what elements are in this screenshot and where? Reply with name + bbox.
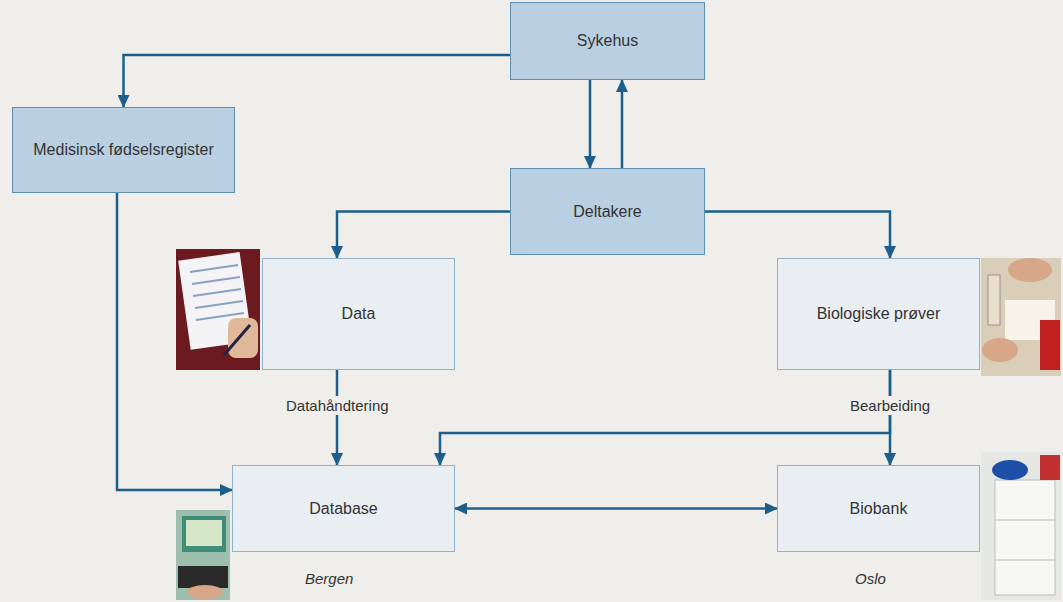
node-text: Data <box>342 304 376 324</box>
registry-box: Medisinsk fødselsregister <box>12 107 235 193</box>
node-text: Sykehus <box>577 31 638 51</box>
node-text: Deltakere <box>573 202 641 222</box>
participants-box: Deltakere <box>510 168 705 255</box>
arrow-connector <box>117 193 232 490</box>
location-label: Bergen <box>305 570 353 587</box>
edge-label: Bearbeiding <box>847 396 933 415</box>
database-box: Database <box>232 465 455 552</box>
node-text: Biobank <box>850 499 908 519</box>
arrow-connector <box>124 55 511 107</box>
data-box: Data <box>262 258 455 370</box>
node-text: Database <box>309 499 378 519</box>
biobank-photo <box>981 452 1061 600</box>
node-text: Biologiske prøver <box>817 304 941 324</box>
form-photo <box>176 249 260 370</box>
lab-photo <box>981 258 1061 376</box>
hospital-box: Sykehus <box>510 2 705 80</box>
location-label: Oslo <box>855 570 886 587</box>
samples-box: Biologiske prøver <box>777 258 980 370</box>
arrow-connector <box>705 212 890 259</box>
arrow-connector <box>440 370 890 465</box>
arrow-connector <box>337 212 510 259</box>
edge-label: Datahåndtering <box>283 396 392 415</box>
computer-photo <box>176 510 230 600</box>
biobank-box: Biobank <box>777 465 980 552</box>
arrow-connector <box>589 80 592 168</box>
arrow-connector <box>455 507 777 510</box>
node-text: Medisinsk fødselsregister <box>33 140 214 160</box>
arrow-connector <box>621 80 624 168</box>
arrow-connector <box>336 370 339 465</box>
